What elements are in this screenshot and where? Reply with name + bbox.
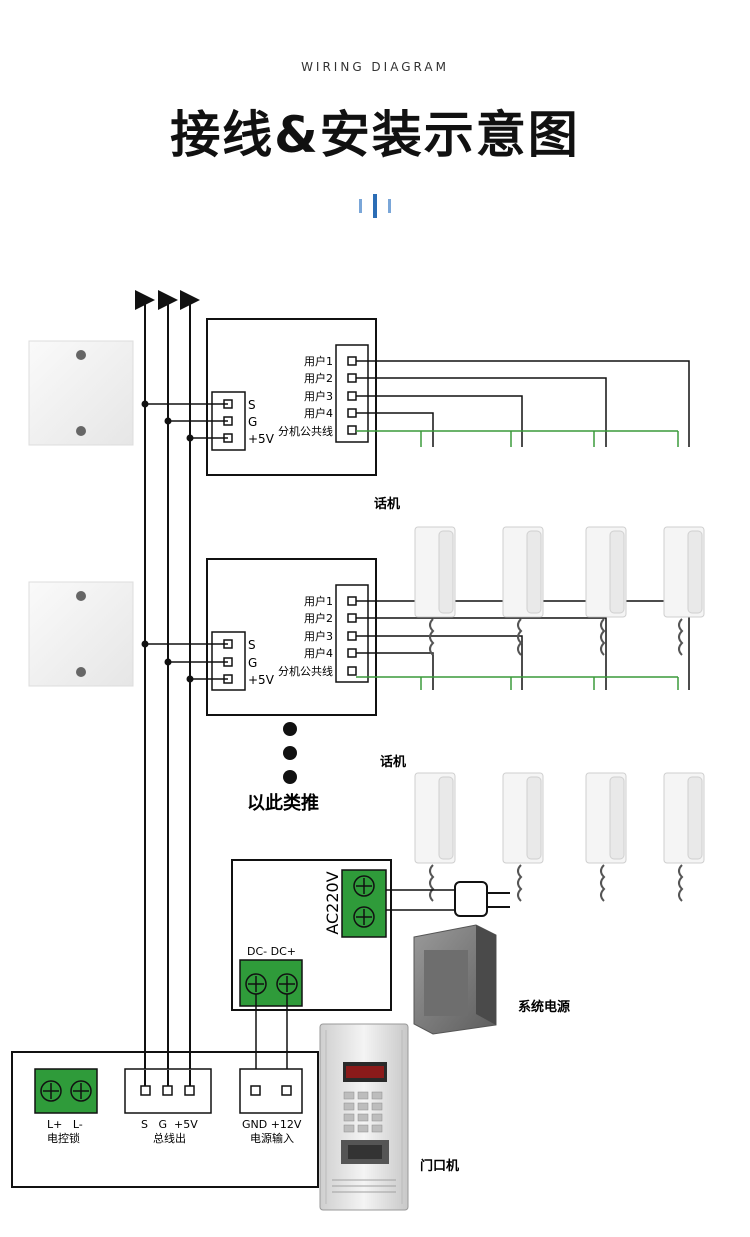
dc-label: DC- DC+: [247, 945, 296, 958]
ac-wires: [386, 889, 456, 911]
user-label-1: 用户1: [304, 354, 333, 368]
handset-group-label: 话机: [380, 754, 406, 770]
power-supply-photo: [413, 924, 497, 1035]
diagram-title: 接线&安装示意图: [170, 106, 580, 164]
decoder-1-user-wires: [356, 360, 690, 447]
decoder-panel-photo-1: [28, 340, 134, 446]
power-input-pins-label: GND +12V: [242, 1118, 302, 1131]
diagram-subtitle: WIRING DIAGRAM: [301, 60, 449, 74]
lock-pins-label: L+ L-: [47, 1118, 83, 1131]
decoder-2-common-wire: [356, 676, 679, 690]
power-supply-box: AC220V DC- DC+: [231, 859, 392, 1011]
user-label-3: 用户3: [304, 629, 333, 643]
continuation-dots: [283, 722, 297, 784]
intercom-handset: [414, 772, 456, 902]
power-supply-label: 系统电源: [518, 999, 570, 1015]
intercom-handset: [585, 526, 627, 656]
pin-label-s: S: [248, 638, 256, 652]
bus-wires: [135, 290, 200, 1070]
door-unit-photo: [319, 1023, 409, 1211]
lock-name-label: 电控锁: [47, 1131, 80, 1145]
pin-label-5v: +5V: [248, 673, 275, 687]
decoder-box-1: S G +5V 用户1 用户2 用户3 用户4 分机公共线: [206, 318, 377, 476]
pin-label-s: S: [248, 398, 256, 412]
common-line-label: 分机公共线: [278, 424, 333, 438]
user-label-1: 用户1: [304, 594, 333, 608]
header-divider: [359, 194, 391, 218]
intercom-handset: [663, 772, 705, 902]
pin-label-5v: +5V: [248, 432, 275, 446]
common-line-label: 分机公共线: [278, 664, 333, 678]
door-unit-label: 门口机: [420, 1158, 459, 1174]
user-label-4: 用户4: [304, 406, 333, 420]
etc-label: 以此类推: [247, 792, 319, 814]
power-input-name-label: 电源输入: [250, 1131, 294, 1145]
decoder-2-bus-taps: [145, 643, 228, 680]
intercom-handset: [663, 526, 705, 656]
handset-group-label: 话机: [374, 496, 400, 512]
user-label-2: 用户2: [304, 371, 333, 385]
pin-label-g: G: [248, 415, 257, 429]
user-label-3: 用户3: [304, 389, 333, 403]
bus-out-pins-label: S G +5V: [141, 1118, 198, 1131]
ac-label: AC220V: [323, 871, 342, 934]
decoder-panel-photo-2: [28, 581, 134, 687]
decoder-2-junctions: [141, 640, 194, 683]
pin-label-g: G: [248, 656, 257, 670]
intercom-handset: [414, 526, 456, 656]
intercom-handset: [502, 526, 544, 656]
user-label-4: 用户4: [304, 646, 333, 660]
decoder-1-junctions: [141, 400, 194, 442]
decoder-box-2: S G +5V 用户1 用户2 用户3 用户4 分机公共线: [206, 558, 377, 716]
bus-out-name-label: 总线出: [153, 1131, 186, 1145]
door-unit-terminal-box: L+ L- 电控锁 S G +5V 总线出 GND +12V 电源输入: [11, 1051, 319, 1188]
intercom-handset: [585, 772, 627, 902]
bus-into-door-unit: [144, 1070, 191, 1086]
decoder-1-bus-taps: [145, 403, 228, 439]
ac-plug-icon: [454, 881, 510, 917]
user-label-2: 用户2: [304, 611, 333, 625]
handset-row-2: [414, 772, 705, 902]
decoder-1-common-wire: [356, 430, 679, 447]
handset-row-1: [414, 526, 705, 656]
intercom-handset: [502, 772, 544, 902]
